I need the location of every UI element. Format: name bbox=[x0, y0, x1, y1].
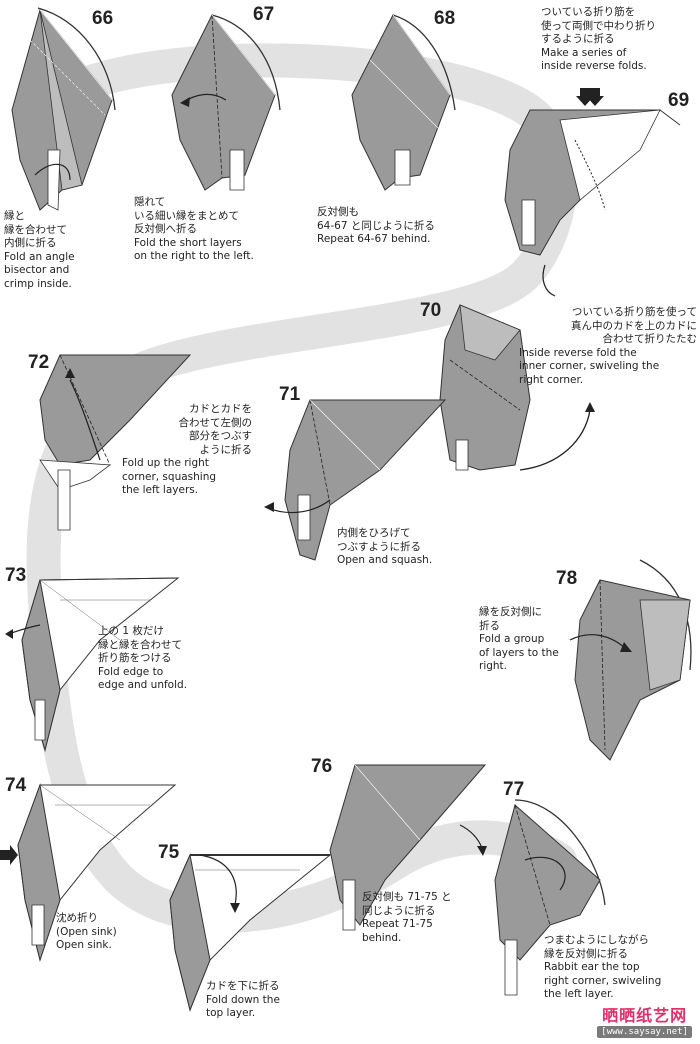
step-66-number: 66 bbox=[92, 8, 114, 29]
step-71-text-jp: 内側をひろげて つぶすように折る bbox=[337, 527, 421, 553]
curved-arrow-icon bbox=[519, 409, 591, 471]
step-67-text-en: Fold the short layers on the right to th… bbox=[134, 236, 254, 263]
step-78-text-en: Fold a group of layers to the right. bbox=[479, 633, 559, 672]
step-73-text-en: Fold edge to edge and unfold. bbox=[98, 665, 188, 692]
step-69-caption: ついている折り筋を 使って両側で中わり折り するように折る Make a ser… bbox=[541, 6, 696, 74]
step-77-text-jp: つまむようにしながら 縁を反対側に折る bbox=[544, 934, 649, 960]
site-watermark: 晒晒纸艺网 [www.saysay.net] bbox=[597, 1002, 692, 1038]
step-72-number: 72 bbox=[28, 352, 50, 373]
step-68-text-jp: 反対側も 64-67 と同じように折る bbox=[317, 206, 435, 232]
step-78-caption: 縁を反対側に 折る Fold a group of layers to the … bbox=[479, 606, 589, 674]
step-78-text-jp: 縁を反対側に 折る bbox=[479, 606, 542, 632]
watermark-title: 晒晒纸艺网 bbox=[602, 1006, 688, 1025]
figure-step-73 bbox=[5, 577, 180, 752]
step-74-number: 74 bbox=[5, 775, 27, 796]
step-70-text-en: Inside reverse fold the inner corner, sw… bbox=[519, 346, 660, 386]
figure-step-69 bbox=[504, 88, 681, 297]
push-arrow-icon bbox=[576, 88, 604, 106]
step-71-text-en: Open and squash. bbox=[337, 554, 433, 566]
figure-step-78 bbox=[569, 559, 692, 761]
figure-step-77 bbox=[494, 799, 606, 996]
step-69-text-en: Make a series of inside reverse folds. bbox=[541, 46, 647, 73]
step-72-caption: カドとカドを 合わせて左側の 部分をつぶす ように折る Fold up the … bbox=[122, 403, 257, 498]
step-74-text-jp: 沈め折り (Open sink) bbox=[56, 912, 117, 938]
step-66-text-en: Fold an angle bisector and crimp inside. bbox=[4, 250, 75, 290]
step-70-caption: ついている折り筋を使って 真ん中のカドを上のカドに 合わせて折りたたむ Insi… bbox=[519, 306, 697, 387]
figure-step-66 bbox=[11, 7, 116, 211]
step-75-caption: カドを下に折る Fold down the top layer. bbox=[206, 980, 336, 1021]
step-74-text-en: Open sink. bbox=[56, 939, 112, 951]
step-67-number: 67 bbox=[253, 4, 275, 25]
step-78-number: 78 bbox=[556, 568, 578, 589]
step-68-caption: 反対側も 64-67 と同じように折る Repeat 64-67 behind. bbox=[317, 206, 477, 247]
step-67-caption: 隠れて いる細い縁をまとめて 反対側へ折る Fold the short lay… bbox=[134, 196, 304, 264]
step-66-text-jp: 縁と 縁を合わせて 内側に折る bbox=[4, 210, 67, 249]
step-73-text-jp: 上の 1 枚だけ 縁と縁を合わせて 折り筋をつける bbox=[98, 625, 182, 664]
figure-step-72 bbox=[39, 354, 192, 531]
step-75-text-jp: カドを下に折る bbox=[206, 980, 280, 992]
step-76-caption: 反対側も 71-75 と 同じように折る Repeat 71-75 behind… bbox=[362, 891, 497, 945]
step-66-caption: 縁と 縁を合わせて 内側に折る Fold an angle bisector a… bbox=[4, 210, 134, 291]
step-71-caption: 内側をひろげて つぶすように折る Open and squash. bbox=[337, 527, 467, 568]
figure-step-74 bbox=[0, 783, 177, 962]
step-75-text-en: Fold down the top layer. bbox=[206, 993, 280, 1020]
step-77-text-en: Rabbit ear the top right corner, swiveli… bbox=[544, 961, 662, 1000]
step-76-text-en: Repeat 71-75 behind. bbox=[362, 918, 433, 944]
fold-arrow-icon bbox=[199, 854, 237, 906]
step-72-text-en: Fold up the right corner, squashing the … bbox=[122, 457, 217, 496]
step-73-caption: 上の 1 枚だけ 縁と縁を合わせて 折り筋をつける Fold edge to e… bbox=[98, 625, 248, 693]
step-71-number: 71 bbox=[279, 384, 301, 405]
figure-step-70 bbox=[439, 304, 595, 471]
step-76-text-jp: 反対側も 71-75 と 同じように折る bbox=[362, 891, 452, 917]
step-69-text-jp: ついている折り筋を 使って両側で中わり折り するように折る bbox=[541, 6, 656, 45]
step-68-text-en: Repeat 64-67 behind. bbox=[317, 233, 431, 245]
figure-step-67 bbox=[171, 14, 281, 191]
step-76-number: 76 bbox=[311, 756, 333, 777]
push-arrow-icon bbox=[0, 845, 18, 865]
figure-step-76 bbox=[329, 764, 487, 931]
step-75-number: 75 bbox=[158, 842, 180, 863]
step-77-caption: つまむようにしながら 縁を反対側に折る Rabbit ear the top r… bbox=[544, 934, 694, 1002]
step-74-caption: 沈め折り (Open sink) Open sink. bbox=[56, 912, 166, 953]
figure-step-68 bbox=[351, 14, 456, 191]
step-72-text-jp: カドとカドを 合わせて左側の 部分をつぶす ように折る bbox=[178, 403, 253, 456]
watermark-url[interactable]: [www.saysay.net] bbox=[597, 1026, 692, 1038]
step-77-number: 77 bbox=[503, 779, 525, 800]
figure-step-75 bbox=[169, 853, 332, 1012]
step-70-number: 70 bbox=[420, 300, 442, 321]
step-69-number: 69 bbox=[668, 90, 690, 111]
step-70-text-jp: ついている折り筋を使って 真ん中のカドを上のカドに 合わせて折りたたむ bbox=[571, 306, 697, 345]
step-68-number: 68 bbox=[434, 8, 456, 29]
step-73-number: 73 bbox=[5, 565, 27, 586]
figure-step-71 bbox=[264, 399, 447, 561]
step-67-text-jp: 隠れて いる細い縁をまとめて 反対側へ折る bbox=[134, 196, 239, 235]
